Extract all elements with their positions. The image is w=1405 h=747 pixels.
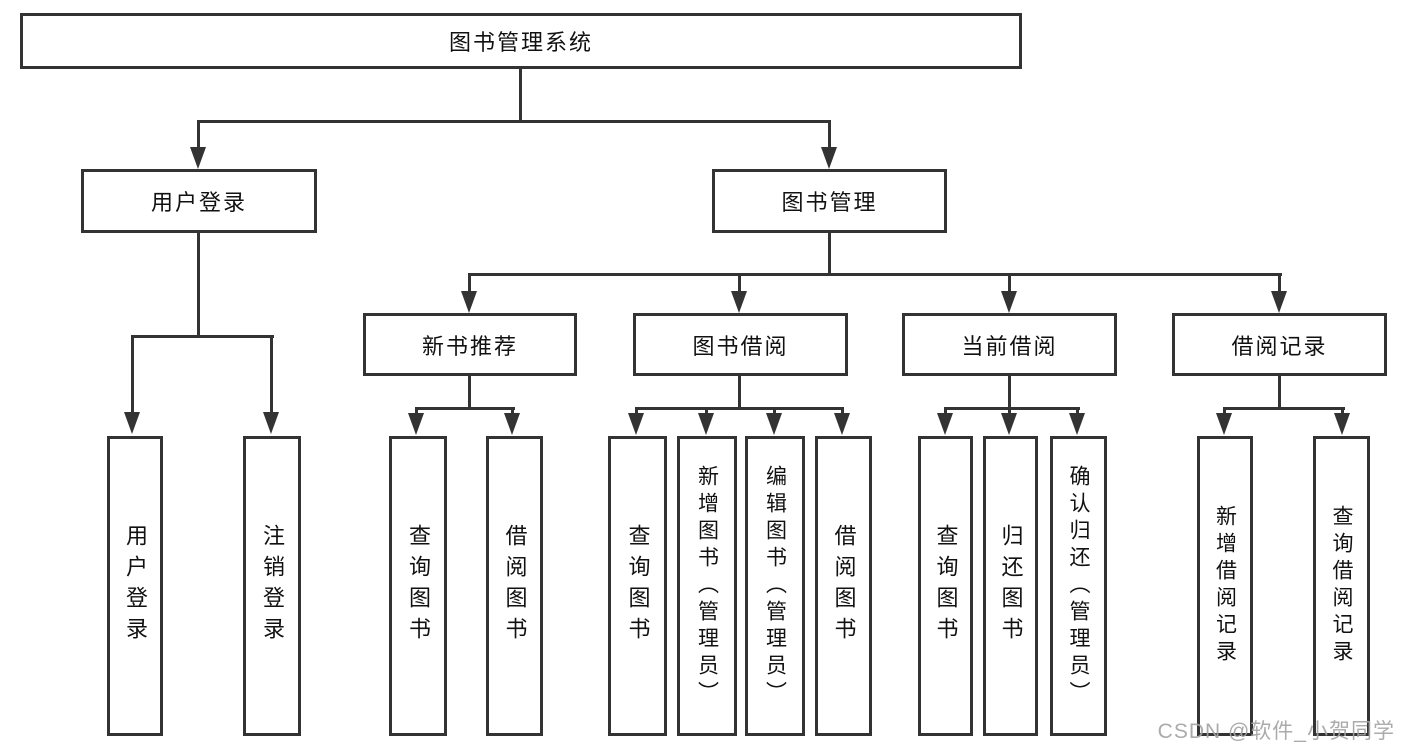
node-book-management: 图书管理	[712, 169, 947, 233]
node-current-borrow: 当前借阅	[902, 313, 1117, 376]
arrowhead-down-icon	[1001, 291, 1017, 313]
connector-line	[705, 407, 708, 415]
connector-line	[1076, 407, 1079, 415]
connector-line	[1278, 273, 1281, 293]
connector-line	[635, 407, 638, 415]
arrowhead-down-icon	[408, 413, 424, 435]
connector-line	[511, 407, 514, 415]
connector-line	[197, 233, 200, 335]
leaf-return-book-label: 归还图书	[998, 524, 1024, 648]
leaf-query-book-current-label: 查询图书	[933, 524, 959, 648]
leaf-query-book-borrow: 查询图书	[608, 436, 667, 736]
arrowhead-down-icon	[1334, 413, 1350, 435]
arrowhead-down-icon	[190, 147, 206, 169]
connector-line	[738, 273, 741, 293]
node-root: 图书管理系统	[20, 13, 1022, 69]
connector-line	[635, 407, 844, 410]
arrowhead-down-icon	[731, 291, 747, 313]
arrowhead-down-icon	[504, 413, 520, 435]
node-user-login-label: 用户登录	[150, 190, 247, 215]
connector-line	[131, 335, 274, 338]
connector-line	[468, 376, 471, 407]
connector-line	[944, 407, 947, 415]
node-book-borrow-label: 图书借阅	[692, 333, 789, 359]
node-new-book-recommend-label: 新书推荐	[421, 333, 518, 359]
arrowhead-down-icon	[628, 413, 644, 435]
connector-line	[828, 120, 831, 150]
node-user-login: 用户登录	[81, 169, 317, 233]
leaf-query-book-recommend-label: 查询图书	[406, 524, 431, 648]
node-new-book-recommend: 新书推荐	[363, 313, 577, 376]
leaf-return-book: 归还图书	[983, 436, 1038, 736]
watermark: CSDN @软件_小贺同学	[1157, 720, 1395, 743]
leaf-add-book-admin-label: 新增图书（管理员）	[695, 464, 719, 708]
node-root-label: 图书管理系统	[448, 30, 593, 55]
connector-line	[1341, 407, 1344, 415]
leaf-confirm-return-admin-label: 确认归还（管理员）	[1067, 464, 1090, 708]
leaf-confirm-return-admin: 确认归还（管理员）	[1050, 436, 1107, 736]
connector-line	[197, 120, 831, 123]
node-borrow-records-label: 借阅记录	[1231, 333, 1328, 359]
arrowhead-down-icon	[124, 412, 140, 434]
leaf-add-book-admin: 新增图书（管理员）	[677, 436, 737, 736]
connector-line	[415, 407, 515, 410]
leaf-query-book-current: 查询图书	[918, 436, 973, 736]
connector-line	[841, 407, 844, 415]
arrowhead-down-icon	[834, 413, 850, 435]
arrowhead-down-icon	[1069, 413, 1085, 435]
connector-line	[270, 335, 273, 415]
arrowhead-down-icon	[821, 147, 837, 169]
arrowhead-down-icon	[1001, 413, 1017, 435]
connector-line	[944, 407, 1080, 410]
leaf-add-borrow-record: 新增借阅记录	[1197, 436, 1253, 736]
connector-line	[1223, 407, 1226, 415]
arrowhead-down-icon	[1216, 413, 1232, 435]
connector-line	[1008, 376, 1011, 407]
leaf-query-book-borrow-label: 查询图书	[625, 524, 651, 648]
connector-line	[1278, 376, 1281, 407]
node-book-borrow: 图书借阅	[633, 313, 848, 376]
leaf-user-login: 用户登录	[107, 436, 163, 736]
leaf-edit-book-admin-label: 编辑图书（管理员）	[763, 464, 787, 708]
connector-line	[197, 120, 200, 150]
leaf-logout-label: 注销登录	[260, 524, 285, 648]
leaf-borrow-book-recommend-label: 借阅图书	[502, 524, 528, 648]
leaf-logout: 注销登录	[243, 436, 301, 736]
connector-line	[468, 273, 1282, 276]
leaf-query-book-recommend: 查询图书	[389, 436, 447, 736]
connector-line	[828, 233, 831, 273]
connector-line	[415, 407, 418, 415]
leaf-query-borrow-record-label: 查询借阅记录	[1330, 505, 1353, 667]
leaf-borrow-book-borrow: 借阅图书	[815, 436, 872, 736]
leaf-add-borrow-record-label: 新增借阅记录	[1213, 505, 1237, 667]
connector-line	[738, 376, 741, 407]
node-book-management-label: 图书管理	[781, 190, 878, 215]
leaf-edit-book-admin: 编辑图书（管理员）	[745, 436, 805, 736]
arrowhead-down-icon	[937, 413, 953, 435]
leaf-user-login-label: 用户登录	[123, 524, 148, 648]
connector-line	[131, 335, 134, 415]
arrowhead-down-icon	[461, 291, 477, 313]
arrowhead-down-icon	[766, 413, 782, 435]
arrowhead-down-icon	[1271, 291, 1287, 313]
leaf-query-borrow-record: 查询借阅记录	[1313, 436, 1370, 736]
connector-line	[1008, 407, 1011, 415]
connector-line	[1008, 273, 1011, 293]
arrowhead-down-icon	[263, 412, 279, 434]
node-borrow-records: 借阅记录	[1172, 313, 1387, 376]
arrowhead-down-icon	[698, 413, 714, 435]
connector-line	[773, 407, 776, 415]
node-current-borrow-label: 当前借阅	[961, 333, 1058, 359]
leaf-borrow-book-borrow-label: 借阅图书	[831, 524, 857, 648]
leaf-borrow-book-recommend: 借阅图书	[486, 436, 543, 736]
connector-line	[1223, 407, 1345, 410]
connector-line	[468, 273, 471, 293]
connector-line	[519, 69, 522, 120]
